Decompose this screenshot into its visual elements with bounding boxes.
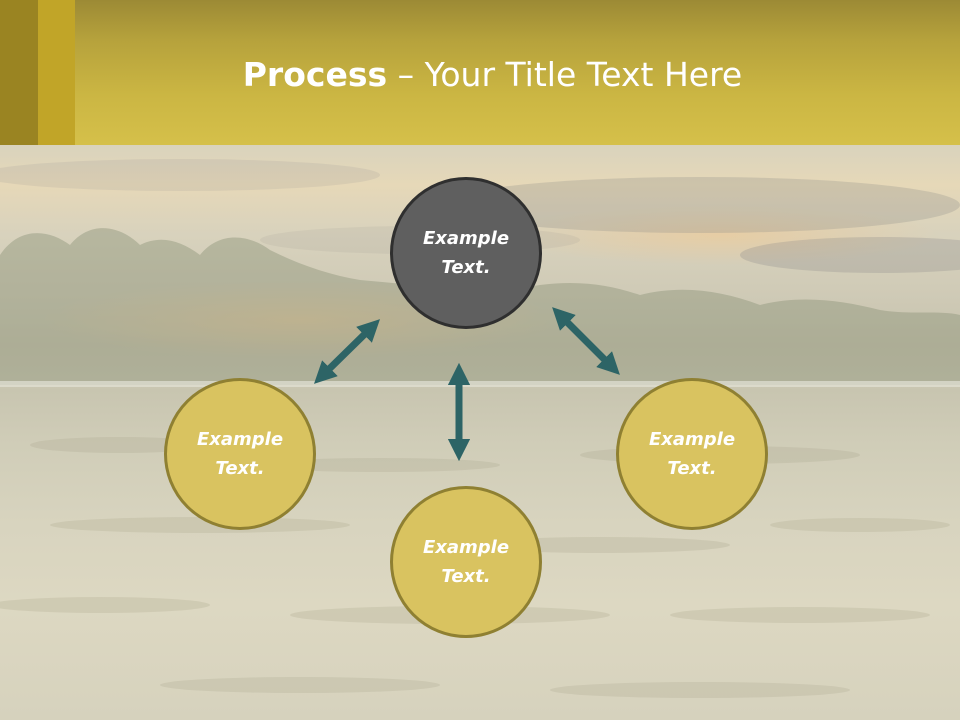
slide-title: Process – Your Title Text Here: [75, 52, 910, 100]
header-accent-bar-dark: [0, 0, 38, 145]
node-left-line1: Example: [196, 429, 284, 450]
title-bold-part: Process: [242, 55, 388, 94]
node-top-line1: Example: [422, 228, 510, 249]
node-right-line2: Text.: [667, 458, 717, 479]
node-bottom-line1: Example: [422, 537, 510, 558]
header-band: [0, 0, 960, 145]
process-node-top: Example Text.: [390, 177, 542, 329]
process-node-left: Example Text.: [164, 378, 316, 530]
process-node-right: Example Text.: [616, 378, 768, 530]
process-node-bottom: Example Text.: [390, 486, 542, 638]
node-right-line1: Example: [648, 429, 736, 450]
node-bottom-line2: Text.: [441, 566, 491, 587]
node-left-line2: Text.: [215, 458, 265, 479]
node-top-line2: Text.: [441, 257, 491, 278]
header-accent-bar-light: [38, 0, 75, 145]
title-rest-part: – Your Title Text Here: [387, 55, 743, 94]
